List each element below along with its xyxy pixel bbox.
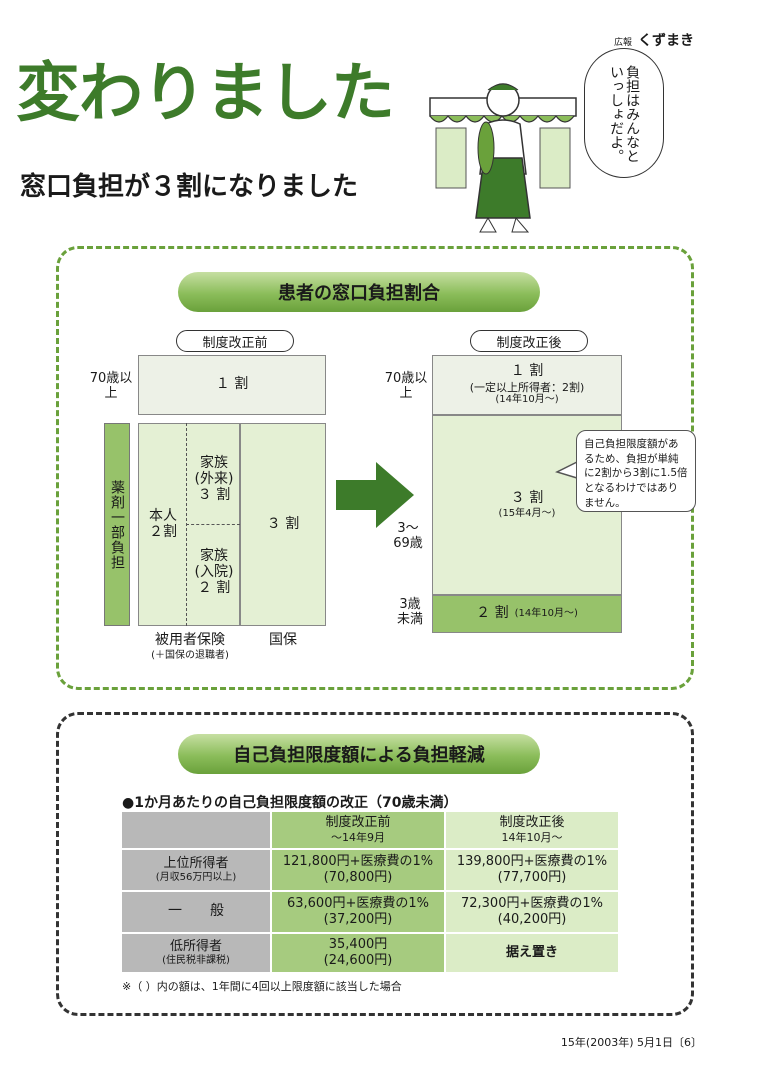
row-before: 63,600円+医療費の1% (37,200円) — [272, 892, 444, 932]
row-label: 上位所得者 — [163, 855, 229, 871]
table-title: ●1か月あたりの自己負担限度額の改正（70歳未満） — [122, 795, 458, 811]
drug-burden-bar: 薬剤一部負担 — [104, 423, 130, 626]
kokuho-box: ３ 割 — [240, 423, 326, 626]
family-inpatient-rate: 家族 (入院) ２ 割 — [194, 548, 234, 597]
before-tag: 制度改正前 — [176, 330, 294, 352]
speech-bubble: 負担はみんなといっしょだよ。 — [584, 48, 664, 178]
after-age3-69-label: 3～ 69歳 — [393, 521, 423, 551]
row-before: 35,400円 (24,600円) — [272, 934, 444, 972]
row-label: 低所得者 — [169, 938, 222, 954]
after-rate3-69-date: (15年4月～) — [498, 507, 556, 519]
row-before-value: 121,800円+医療費の1% — [282, 853, 434, 869]
after-under3-label: 3歳 未満 — [396, 597, 423, 627]
limit-reduction-panel — [56, 712, 694, 1016]
row-before: 121,800円+医療費の1% (70,800円) — [272, 850, 444, 890]
after-rate70-note: (一定以上所得者：2割) — [469, 380, 585, 394]
note-pointer — [555, 461, 578, 479]
table-footnote: ※（ ）内の額は、1年間に4回以上限度額に該当した場合 — [122, 980, 402, 993]
family-outpatient-rate: 家族 (外来) ３ 割 — [194, 455, 234, 504]
table-row: 一 般 — [122, 892, 270, 932]
section1-title: 患者の窓口負担割合 — [178, 272, 540, 312]
kokuho-rate: ３ 割 — [266, 515, 300, 532]
row-after: 据え置き — [446, 934, 618, 972]
row-after-value: 据え置き — [505, 944, 558, 960]
row-before-sub: (70,800円) — [323, 870, 393, 885]
col1-note: (＋国保の退職者) — [151, 650, 229, 661]
row-after-sub: (77,700円) — [497, 870, 567, 885]
row-before-value: 63,600円+医療費の1% — [286, 895, 429, 911]
after-rate70: １ 割 — [510, 363, 544, 380]
header-after: 制度改正後 14年10月～ — [446, 812, 618, 848]
row-sub: (月収56万円以上) — [155, 871, 237, 883]
page-footer: 15年(2003年) 5月1日〔6〕 — [560, 1036, 702, 1049]
arrow-right-icon — [336, 462, 414, 528]
row-sub: (住民税非課税) — [162, 954, 230, 966]
before-rate70-box: １ 割 — [138, 355, 326, 415]
header-before: 制度改正前 ～14年9月 — [272, 812, 444, 848]
header-before-period: ～14年9月 — [331, 831, 385, 845]
col1-label: 被用者保険 — [155, 632, 225, 648]
after-rate-under3-date: (14年10月～) — [514, 607, 578, 619]
before-age70-label: 70歳以上 — [89, 371, 133, 401]
masthead-small: 広報 — [613, 38, 632, 48]
after-rate-under3: ２ 割 — [476, 605, 509, 622]
masthead-name: くずまき — [638, 33, 694, 49]
section2-title: 自己負担限度額による負担軽減 — [178, 734, 540, 774]
after-age70-label: 70歳以上 — [384, 371, 428, 401]
row-after-value: 139,800円+医療費の1% — [456, 853, 608, 869]
table-row: 低所得者 (住民税非課税) — [122, 934, 270, 972]
row-after-sub: (40,200円) — [497, 912, 567, 927]
row-label: 一 般 — [168, 903, 224, 920]
before-rate70: １ 割 — [215, 376, 249, 393]
masthead: 広報 くずまき — [614, 30, 694, 50]
after-rate70-date: (14年10月～) — [495, 394, 559, 406]
row-before-sub: (24,600円) — [323, 953, 393, 968]
row-after: 139,800円+医療費の1% (77,700円) — [446, 850, 618, 890]
divider-h — [186, 524, 240, 525]
row-after-value: 72,300円+医療費の1% — [460, 895, 603, 911]
after-rate3-69: ３ 割 — [510, 490, 544, 506]
after-tag: 制度改正後 — [470, 330, 588, 352]
row-after: 72,300円+医療費の1% (40,200円) — [446, 892, 618, 932]
speech-bubble-text: 負担はみんなといっしょだよ。 — [608, 65, 641, 163]
row-before-sub: (37,200円) — [323, 912, 393, 927]
after-rate70-box: １ 割 (一定以上所得者：2割) (14年10月～) — [432, 355, 622, 415]
honnin-rate: 本人 ２割 — [149, 508, 177, 541]
row-before-value: 35,400円 — [328, 936, 388, 952]
subhead: 窓口負担が３割になりました — [20, 172, 359, 202]
shopkeeper-illustration — [429, 83, 577, 233]
table-row: 上位所得者 (月収56万円以上) — [122, 850, 270, 890]
header-after-label: 制度改正後 — [499, 815, 565, 830]
col2-label: 国保 — [269, 632, 297, 648]
drug-burden-text: 薬剤一部負担 — [109, 479, 125, 570]
header-before-label: 制度改正前 — [325, 815, 391, 830]
note-callout: 自己負担限度額があるため、負担が単純に2割から3割に1.5倍となるわけではありま… — [576, 430, 696, 512]
after-under3-box: ２ 割 (14年10月～) — [432, 595, 622, 633]
headline: 変わりました — [16, 57, 395, 131]
table-corner — [122, 812, 270, 848]
header-after-period: 14年10月～ — [501, 831, 563, 845]
